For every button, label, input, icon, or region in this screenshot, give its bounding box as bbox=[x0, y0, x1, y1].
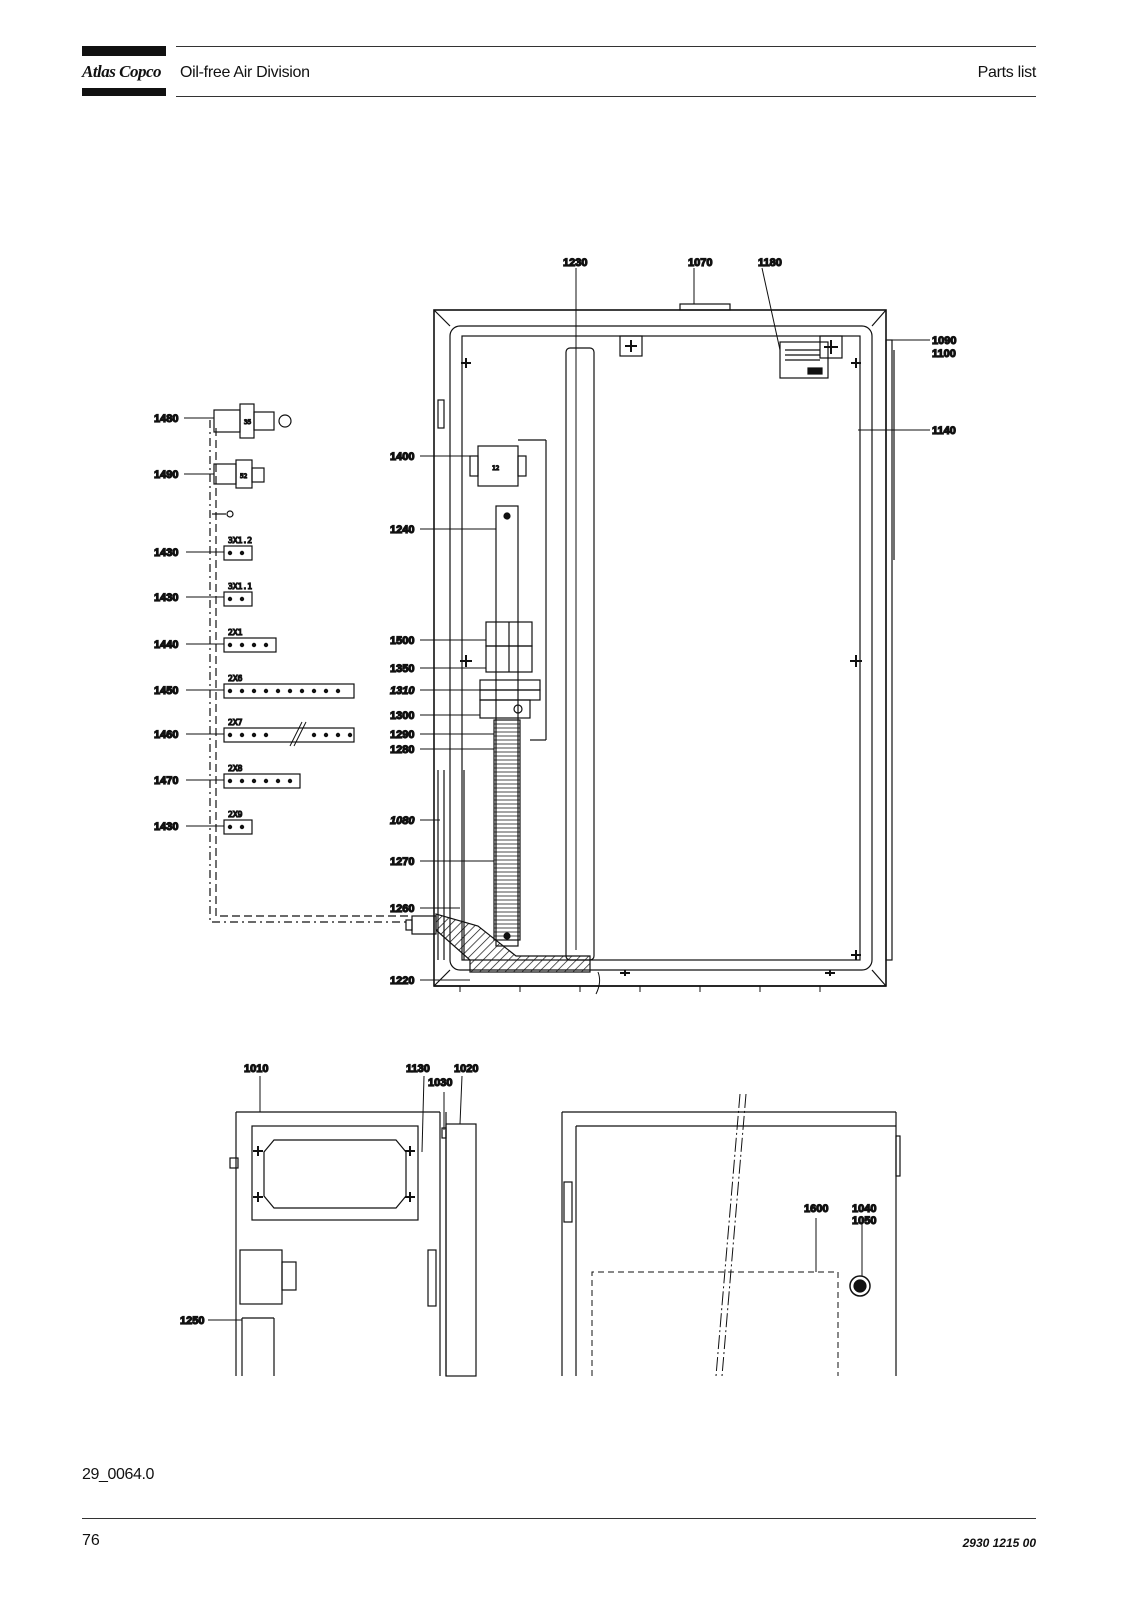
callout-1100: 1100 bbox=[932, 348, 956, 360]
terminal-dot bbox=[263, 642, 269, 648]
terminal-dot bbox=[287, 688, 293, 694]
logo-bar-top bbox=[82, 46, 166, 56]
terminal-dot bbox=[263, 688, 269, 694]
tag-s52: 52 bbox=[240, 473, 248, 480]
cabinet-side-view bbox=[229, 1111, 477, 1377]
tag-2x9: 2X9 bbox=[228, 810, 243, 819]
terminal-dot bbox=[287, 778, 293, 784]
terminal-dot bbox=[239, 596, 245, 602]
terminal-dot bbox=[263, 778, 269, 784]
tag-2x7: 2X7 bbox=[228, 718, 243, 727]
terminal-dot bbox=[251, 642, 257, 648]
logo-bar-bottom bbox=[82, 88, 166, 96]
terminal-dot bbox=[311, 688, 317, 694]
callout-1030: 1030 bbox=[428, 1077, 452, 1089]
terminal-dot bbox=[227, 778, 233, 784]
terminal-dot bbox=[347, 732, 353, 738]
terminal-dot bbox=[227, 688, 233, 694]
callout-1040: 1040 bbox=[852, 1203, 876, 1215]
terminal-dot bbox=[335, 688, 341, 694]
terminal-dot bbox=[251, 778, 257, 784]
callout-1270: 1270 bbox=[390, 856, 414, 868]
terminal-dot bbox=[275, 778, 281, 784]
terminal-dot bbox=[227, 596, 233, 602]
terminal-dot bbox=[311, 732, 317, 738]
callout-1430-c: 1430 bbox=[154, 821, 178, 833]
tag-3x1-1: 3X1.1 bbox=[228, 582, 252, 591]
parts-diagram: 1230 1070 1180 1090 1100 1140 1480 1490 … bbox=[153, 256, 957, 1377]
callout-1020: 1020 bbox=[454, 1063, 478, 1075]
terminal-dot bbox=[239, 732, 245, 738]
callout-1240: 1240 bbox=[390, 524, 414, 536]
header-rule-top bbox=[176, 46, 1036, 47]
terminal-dot bbox=[227, 824, 233, 830]
callout-1280: 1280 bbox=[390, 744, 414, 756]
callout-1050: 1050 bbox=[852, 1215, 876, 1227]
brand-logo: Atlas Copco bbox=[82, 62, 162, 81]
callout-1250: 1250 bbox=[180, 1315, 204, 1327]
tag-2x8: 2X8 bbox=[228, 764, 243, 773]
callout-1460: 1460 bbox=[154, 729, 178, 741]
callout-1290: 1290 bbox=[390, 729, 414, 741]
terminal-dot bbox=[251, 688, 257, 694]
terminal-dot bbox=[263, 732, 269, 738]
leader-lines-door bbox=[815, 1218, 863, 1276]
terminal-dot bbox=[227, 642, 233, 648]
callout-1080: 1080 bbox=[390, 815, 415, 827]
callout-1260: 1260 bbox=[390, 903, 414, 915]
terminal-dot bbox=[239, 688, 245, 694]
callout-1310: 1310 bbox=[390, 685, 415, 697]
tag-s35: 35 bbox=[244, 419, 252, 426]
terminal-dot bbox=[251, 732, 257, 738]
terminal-column bbox=[209, 403, 410, 923]
terminal-dot bbox=[239, 778, 245, 784]
callout-1070: 1070 bbox=[688, 257, 712, 269]
terminal-dot bbox=[275, 688, 281, 694]
callout-1220: 1220 bbox=[390, 975, 414, 987]
footer-rule bbox=[82, 1518, 1036, 1519]
callout-1300: 1300 bbox=[390, 710, 414, 722]
callout-1450: 1450 bbox=[154, 685, 178, 697]
terminal-dot bbox=[227, 550, 233, 556]
leader-lines-side bbox=[208, 1075, 463, 1321]
tag-3x1-2: 3X1.2 bbox=[228, 536, 252, 545]
callout-1480: 1480 bbox=[154, 413, 178, 425]
callout-1600: 1600 bbox=[804, 1203, 828, 1215]
callout-1350: 1350 bbox=[390, 663, 414, 675]
callout-1180: 1180 bbox=[758, 257, 782, 269]
callout-1430-b: 1430 bbox=[154, 592, 178, 604]
terminal-dot bbox=[323, 688, 329, 694]
document-number: 2930 1215 00 bbox=[962, 1536, 1036, 1550]
section-title: Parts list bbox=[977, 64, 1037, 81]
callout-1440: 1440 bbox=[154, 639, 178, 651]
tag-k12: 12 bbox=[492, 465, 500, 472]
cabinet-front-view bbox=[405, 303, 895, 995]
terminal-dot bbox=[335, 732, 341, 738]
leader-lines-top bbox=[184, 267, 930, 981]
callout-1490: 1490 bbox=[154, 469, 178, 481]
terminal-dot bbox=[239, 824, 245, 830]
callout-1090: 1090 bbox=[932, 335, 956, 347]
callout-1400: 1400 bbox=[390, 451, 414, 463]
terminal-dot bbox=[227, 732, 233, 738]
terminal-dot bbox=[239, 550, 245, 556]
page-number: 76 bbox=[82, 1532, 100, 1549]
terminal-dot bbox=[239, 642, 245, 648]
callout-1470: 1470 bbox=[154, 775, 178, 787]
callout-1500: 1500 bbox=[390, 635, 414, 647]
terminal-dots bbox=[227, 550, 353, 830]
terminal-dot bbox=[323, 732, 329, 738]
tag-2x1: 2X1 bbox=[228, 628, 243, 637]
tag-2x6: 2X6 bbox=[228, 674, 243, 683]
terminal-dot bbox=[299, 688, 305, 694]
division-name: Oil-free Air Division bbox=[180, 64, 310, 81]
callout-1430-a: 1430 bbox=[154, 547, 178, 559]
drawing-reference: 29_0064.0 bbox=[82, 1466, 155, 1483]
callout-1010: 1010 bbox=[244, 1063, 268, 1075]
callout-1130: 1130 bbox=[406, 1063, 430, 1075]
cabinet-door-view bbox=[561, 1093, 901, 1377]
header-rule-bottom bbox=[176, 96, 1036, 97]
callout-1140: 1140 bbox=[932, 425, 956, 437]
callout-1230: 1230 bbox=[563, 257, 587, 269]
